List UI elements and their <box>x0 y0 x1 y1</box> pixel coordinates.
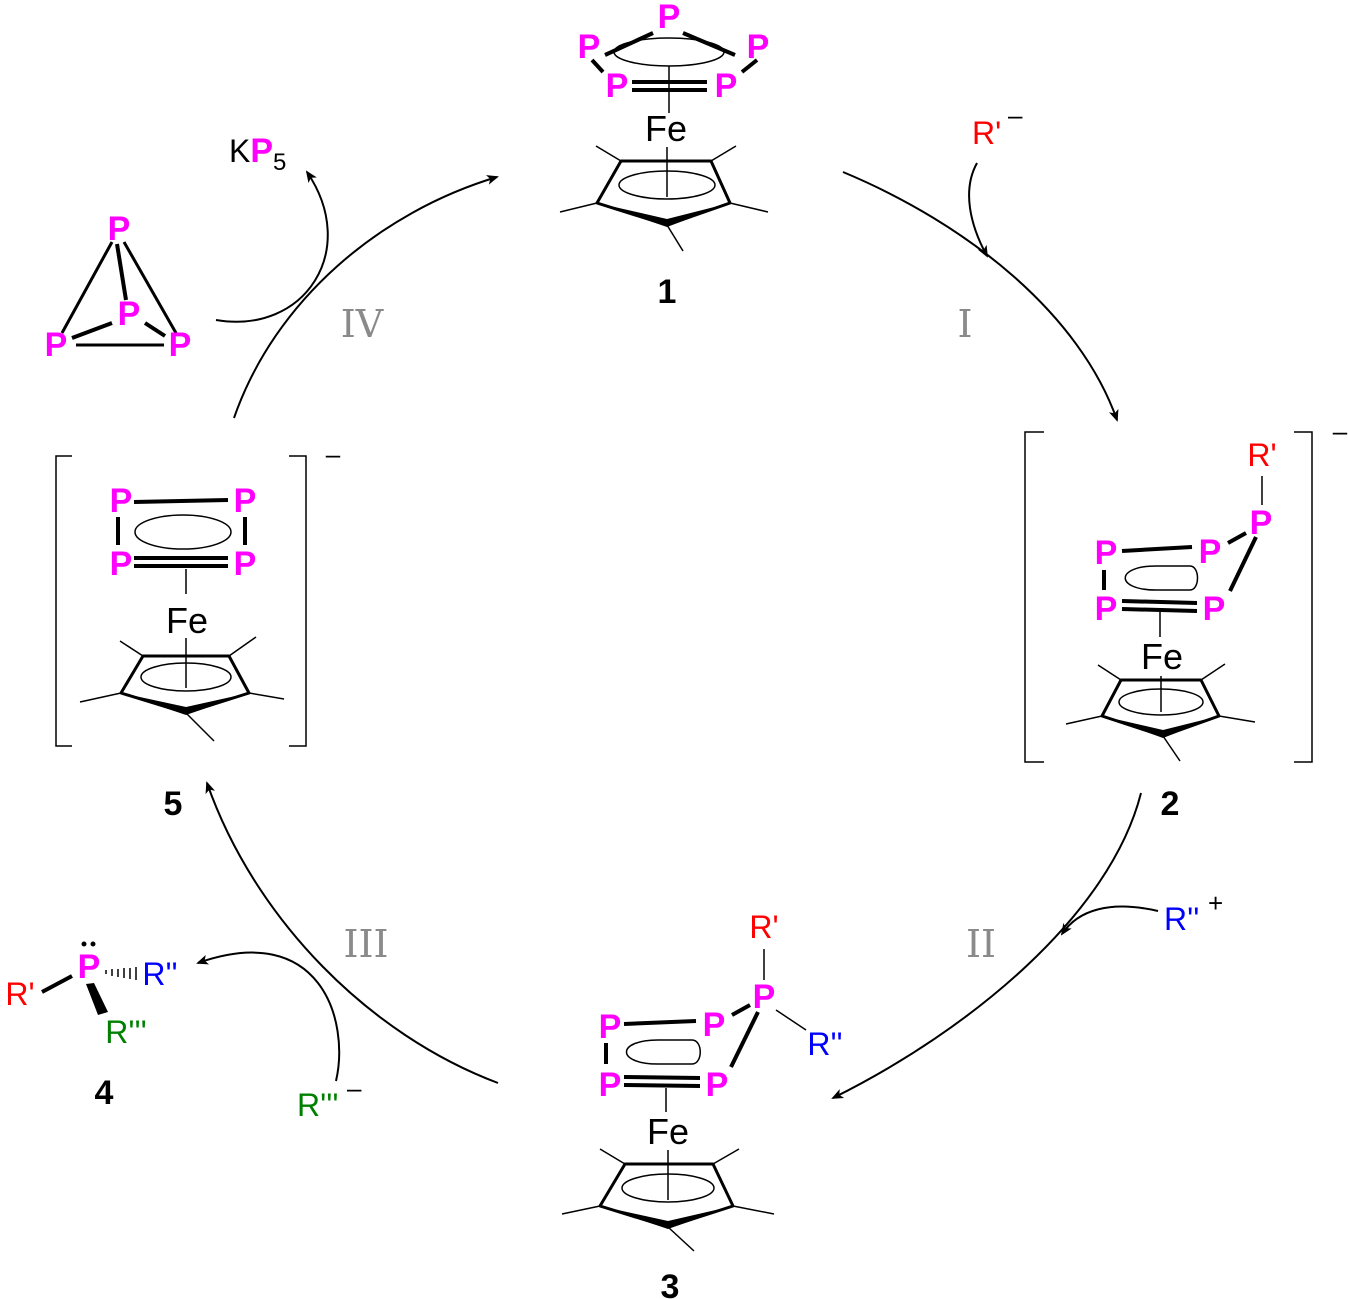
phosphorus-atom: P <box>658 0 681 36</box>
reagent-arrows <box>196 162 1159 1082</box>
bracket <box>55 455 307 747</box>
r-prime-substituent: R' <box>1247 437 1276 473</box>
p4-to-kp5-arrow <box>215 170 329 323</box>
compound-number: 3 <box>661 1268 680 1299</box>
step-labels: I II III IV <box>341 302 996 966</box>
kp5-label: KP5 <box>229 132 286 176</box>
wedge-bond <box>86 983 108 1015</box>
phosphorus-atom: P <box>703 1006 726 1044</box>
r-prime-substituent: R' <box>5 976 34 1012</box>
r-prime-substituent: R' <box>749 909 778 945</box>
reagent-labels: R' – R'' + R''' – <box>297 100 1223 1123</box>
cp-star-ring <box>561 1148 775 1252</box>
phosphorus-atom: P <box>1250 504 1273 542</box>
step-label-IV: IV <box>341 302 384 346</box>
phosphorus-atom: P <box>234 545 257 583</box>
r-double-prime-charge: + <box>1208 888 1223 918</box>
iron-atom: Fe <box>645 108 687 149</box>
r-triple-prime-out-arrow <box>196 951 341 1082</box>
r-prime-in-arrow <box>968 162 988 258</box>
step-IV-arrow <box>233 175 499 419</box>
cyclo-p5-ring: P P P P P <box>578 0 770 105</box>
phosphorus-atom: P <box>1203 590 1226 628</box>
cycle-arrows <box>205 171 1142 1099</box>
step-II-arrow <box>831 792 1142 1099</box>
r-triple-prime-substituent: R''' <box>105 1014 146 1050</box>
phosphorus-atom: P <box>599 1008 622 1046</box>
iron-atom: Fe <box>166 600 208 641</box>
cp-star-ring <box>559 145 769 252</box>
r-double-prime-cation-label: R'' <box>1164 901 1199 937</box>
phosphorus-atom: P <box>234 482 257 520</box>
compound-3: R' R'' P P P P P Fe 3 <box>561 909 843 1299</box>
r-double-prime-in-arrow <box>1060 905 1159 936</box>
lone-pair <box>81 941 87 947</box>
phosphorus-atom: P <box>753 978 776 1016</box>
phosphorus-atom: P <box>108 210 131 248</box>
kp5-byproduct: KP5 <box>229 132 286 176</box>
phosphorus-atom: P <box>110 545 133 583</box>
compound-number: 4 <box>95 1074 114 1112</box>
step-label-III: III <box>343 922 388 966</box>
r-prime-anion-label: R' <box>972 115 1001 151</box>
anion-charge: – <box>326 439 341 469</box>
r-triple-prime-charge: – <box>347 1073 362 1103</box>
phosphorus-atom: P <box>706 1066 729 1104</box>
phosphorus-atom: P <box>169 326 192 364</box>
phosphorus-atom: P <box>1095 590 1118 628</box>
compound-5: – P P P P Fe 5 <box>55 439 341 823</box>
kp5-phosphorus: P <box>250 132 273 170</box>
r-prime-charge: – <box>1008 100 1023 130</box>
r-double-prime-substituent: R'' <box>142 956 177 992</box>
compound-2: – R' P P P P P Fe 2 <box>1024 416 1348 823</box>
step-I-arrow <box>842 171 1119 422</box>
phosphorus-atom: P <box>78 948 101 986</box>
r-triple-prime-anion-label: R''' <box>297 1087 338 1123</box>
phosphorus-atom: P <box>110 482 133 520</box>
r-double-prime-substituent: R'' <box>807 1026 842 1062</box>
white-phosphorus-tetrahedron: P P P P <box>45 210 192 364</box>
phosphorus-atom: P <box>45 326 68 364</box>
compound-number: 1 <box>658 273 677 311</box>
iron-atom: Fe <box>647 1111 689 1152</box>
phosphorus-atom: P <box>599 1066 622 1104</box>
step-label-I: I <box>957 302 972 346</box>
bracket <box>1024 431 1313 763</box>
compound-4: P R' R'' R''' 4 <box>5 941 178 1112</box>
compound-number: 5 <box>164 785 183 823</box>
iron-atom: Fe <box>1141 636 1183 677</box>
phosphorus-atom: P <box>715 67 738 105</box>
compound-1: P P P P P Fe 1 <box>559 0 770 311</box>
anion-charge: – <box>1333 416 1348 446</box>
step-III-arrow <box>205 781 499 1084</box>
phosphorus-atom: P <box>118 295 141 333</box>
phosphorus-atom: P <box>606 67 629 105</box>
hashed-bond <box>105 967 137 980</box>
step-label-II: II <box>966 922 996 966</box>
phosphorus-atom: P <box>578 28 601 66</box>
phosphorus-atom: P <box>747 28 770 66</box>
cp-star-ring <box>1065 663 1256 762</box>
phosphorus-atom: P <box>1095 534 1118 572</box>
phosphorus-atom: P <box>1199 533 1222 571</box>
cp-star-ring <box>79 636 285 742</box>
compound-number: 2 <box>1161 785 1180 823</box>
